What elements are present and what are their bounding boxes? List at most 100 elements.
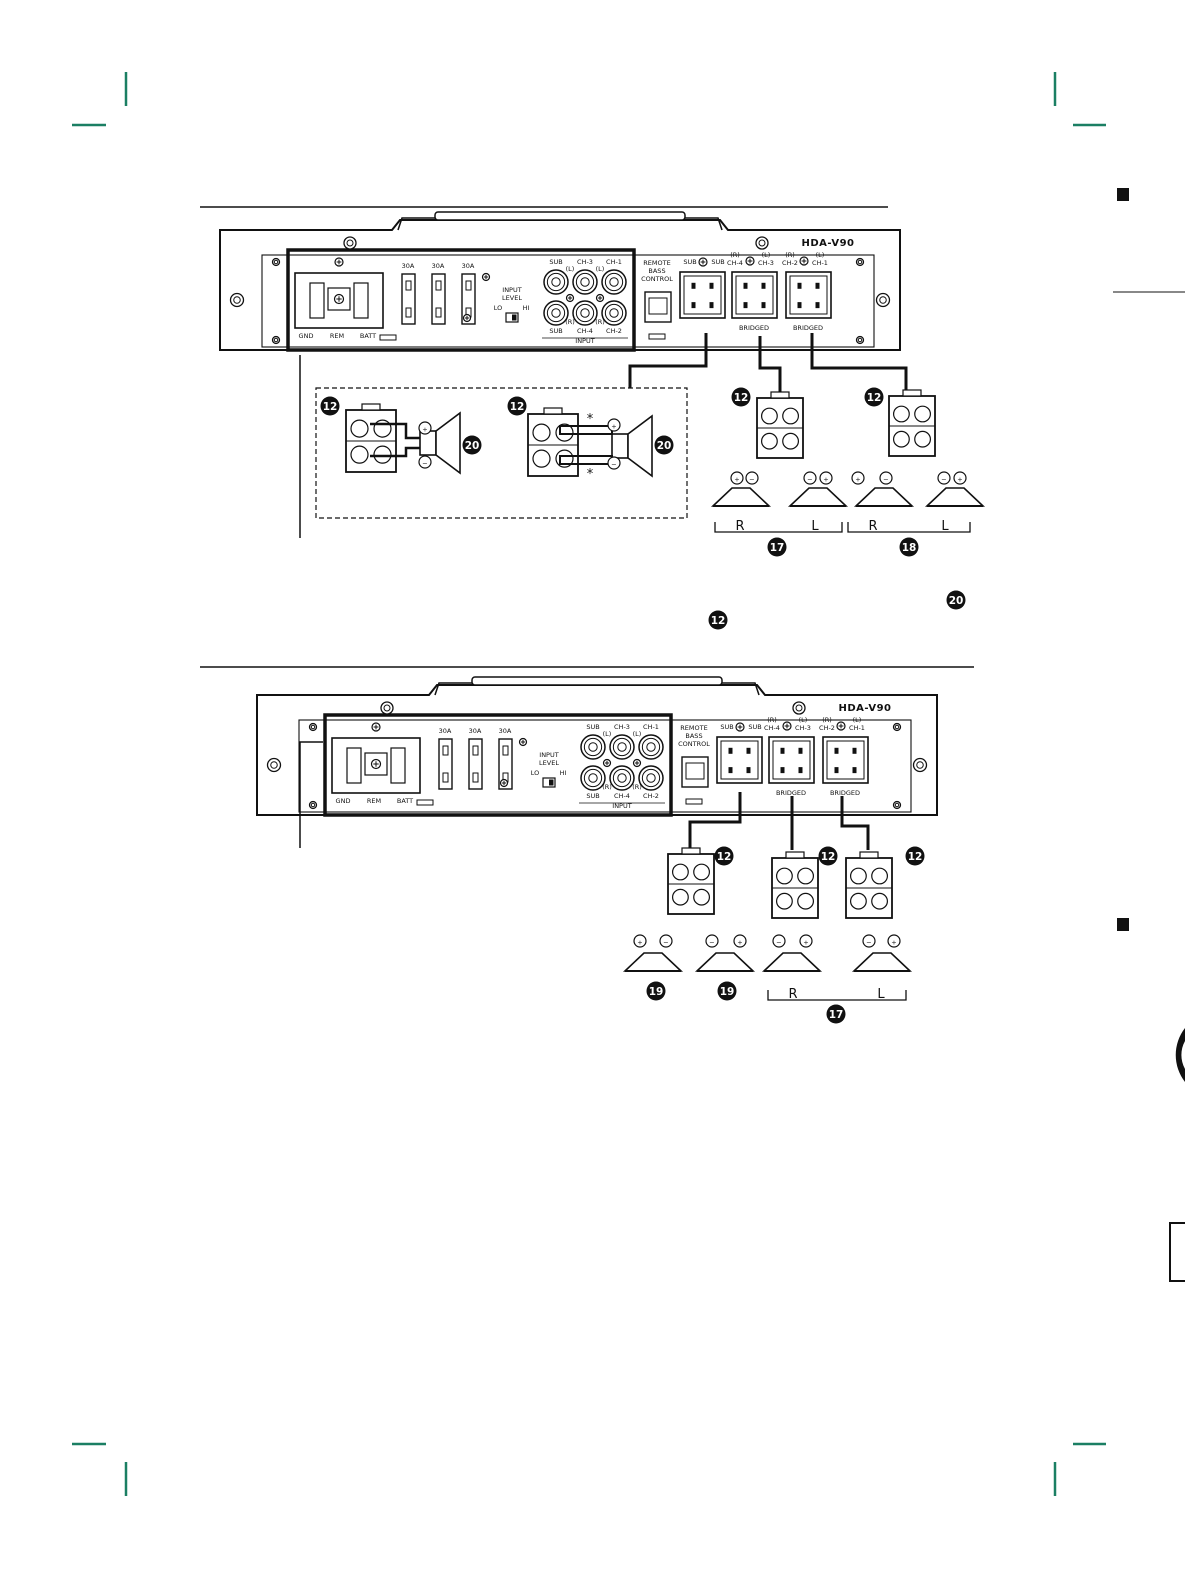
out-label-ch2: CH-2 — [782, 259, 798, 267]
fuse-label: 30A — [439, 727, 452, 735]
terminal-hole — [532, 449, 551, 468]
circled-number — [646, 981, 666, 1001]
rca-side-label: (R) — [602, 783, 612, 791]
power-slot — [309, 282, 325, 319]
inset-wire — [370, 446, 420, 458]
terminal-hole — [671, 888, 689, 906]
ch34-terminal-block — [768, 736, 815, 784]
out-label-l: (L) — [799, 716, 808, 724]
circled-number-text: 19 — [720, 986, 735, 998]
inner-face-panel — [261, 254, 875, 348]
polarity-symbol: + — [737, 939, 742, 947]
rca-top-label: CH-1 — [606, 258, 622, 266]
fuse-slot — [465, 280, 472, 291]
circled-number-text: 12 — [717, 851, 732, 863]
rca-top-label: CH-3 — [614, 723, 630, 731]
ch12-terminal-block — [822, 736, 869, 784]
terminal-hole — [797, 867, 815, 885]
circled-number — [767, 537, 787, 557]
polarity-symbol-circle — [633, 934, 647, 948]
terminal-screw — [780, 767, 785, 774]
dashed-inset-box — [315, 387, 688, 519]
inset-speaker-magnet — [611, 433, 629, 459]
terminal-hole — [693, 863, 711, 881]
polarity-symbol: + — [957, 476, 962, 484]
terminal-screw — [761, 282, 766, 289]
terminal-hole — [555, 423, 574, 442]
circled-number-text: 19 — [649, 986, 664, 998]
rca-jack-ring — [641, 768, 661, 788]
polarity-symbol: + — [823, 476, 828, 484]
polarity-symbol: + — [734, 476, 739, 484]
terminal-hole — [914, 430, 932, 448]
circled-number-text: 20 — [465, 440, 480, 452]
rca-side-label: (L) — [596, 265, 605, 273]
circled-number-text: 12 — [821, 851, 836, 863]
rca-side-label: (L) — [566, 265, 575, 273]
ch12-terminal-inner — [789, 275, 828, 315]
screw — [271, 257, 281, 267]
rca-jack-pin — [646, 773, 656, 783]
screw-inner — [894, 724, 900, 730]
highlight-frame — [286, 248, 636, 352]
sub-terminal-block — [716, 736, 763, 784]
remote-bass-jack-inner — [648, 297, 668, 315]
out-label-l: (L) — [816, 251, 825, 259]
screw-inner — [879, 296, 887, 304]
remote-bass-label: BASS — [648, 267, 665, 275]
fuse-holder — [431, 273, 446, 325]
speaker-label-l: L — [941, 519, 949, 534]
screw-inner — [310, 802, 316, 808]
input-level-label: INPUT — [502, 286, 521, 294]
polarity-symbol-circle — [733, 934, 747, 948]
rca-jack-pin — [588, 773, 598, 783]
rca-jack-pin — [551, 308, 561, 318]
bridged-label: BRIDGED — [830, 789, 860, 797]
rca-jack-pin — [646, 742, 656, 752]
fuse-label: 30A — [499, 727, 512, 735]
remote-indicator — [685, 798, 703, 805]
circled-number — [946, 590, 966, 610]
terminal-screw — [834, 767, 839, 774]
polarity-symbol: + — [855, 476, 860, 484]
asterisk-note: * — [587, 412, 594, 427]
rca-top-label: SUB — [549, 258, 562, 266]
inset-wire — [370, 422, 420, 440]
terminal-hole — [892, 405, 910, 423]
circled-number — [826, 1004, 846, 1024]
asterisk-note: * — [587, 467, 594, 482]
bridged-label: BRIDGED — [739, 324, 769, 332]
terminal-hole — [775, 892, 793, 910]
sub-terminal-inner — [720, 740, 759, 780]
connection-wires — [628, 333, 908, 850]
rca-jack-pin — [617, 773, 627, 783]
speaker-cone — [787, 487, 849, 507]
out-label-sub: SUB — [711, 258, 724, 266]
fuse-label: 30A — [462, 262, 475, 270]
terminal-screw — [743, 302, 748, 309]
pair-bracket — [767, 990, 907, 1001]
input-level-lo: LO — [494, 304, 503, 312]
screw — [892, 800, 902, 810]
terminal-screw — [852, 747, 857, 754]
terminal-hole — [760, 432, 778, 450]
terminal-screw — [815, 282, 820, 289]
rca-jack-pin — [580, 277, 590, 287]
circled-number — [462, 435, 482, 455]
polarity-symbol-circle — [803, 471, 817, 485]
circled-number-text: 17 — [770, 542, 785, 554]
highlight-frame — [323, 713, 673, 817]
polarity-symbol-circle — [862, 934, 876, 948]
circled-number — [714, 846, 734, 866]
terminal-screw — [728, 747, 733, 754]
screw — [792, 701, 806, 715]
terminal-hole — [775, 867, 793, 885]
circled-number-text: 18 — [902, 542, 917, 554]
terminal-hole — [555, 449, 574, 468]
polarity-symbol: − — [611, 461, 616, 469]
rca-bottom-label: CH-4 — [614, 792, 630, 800]
out-label-ch4: CH-4 — [727, 259, 743, 267]
power-label-rem: REM — [367, 797, 381, 805]
speaker-label-r: R — [868, 519, 877, 534]
rca-jack-ring — [641, 737, 661, 757]
